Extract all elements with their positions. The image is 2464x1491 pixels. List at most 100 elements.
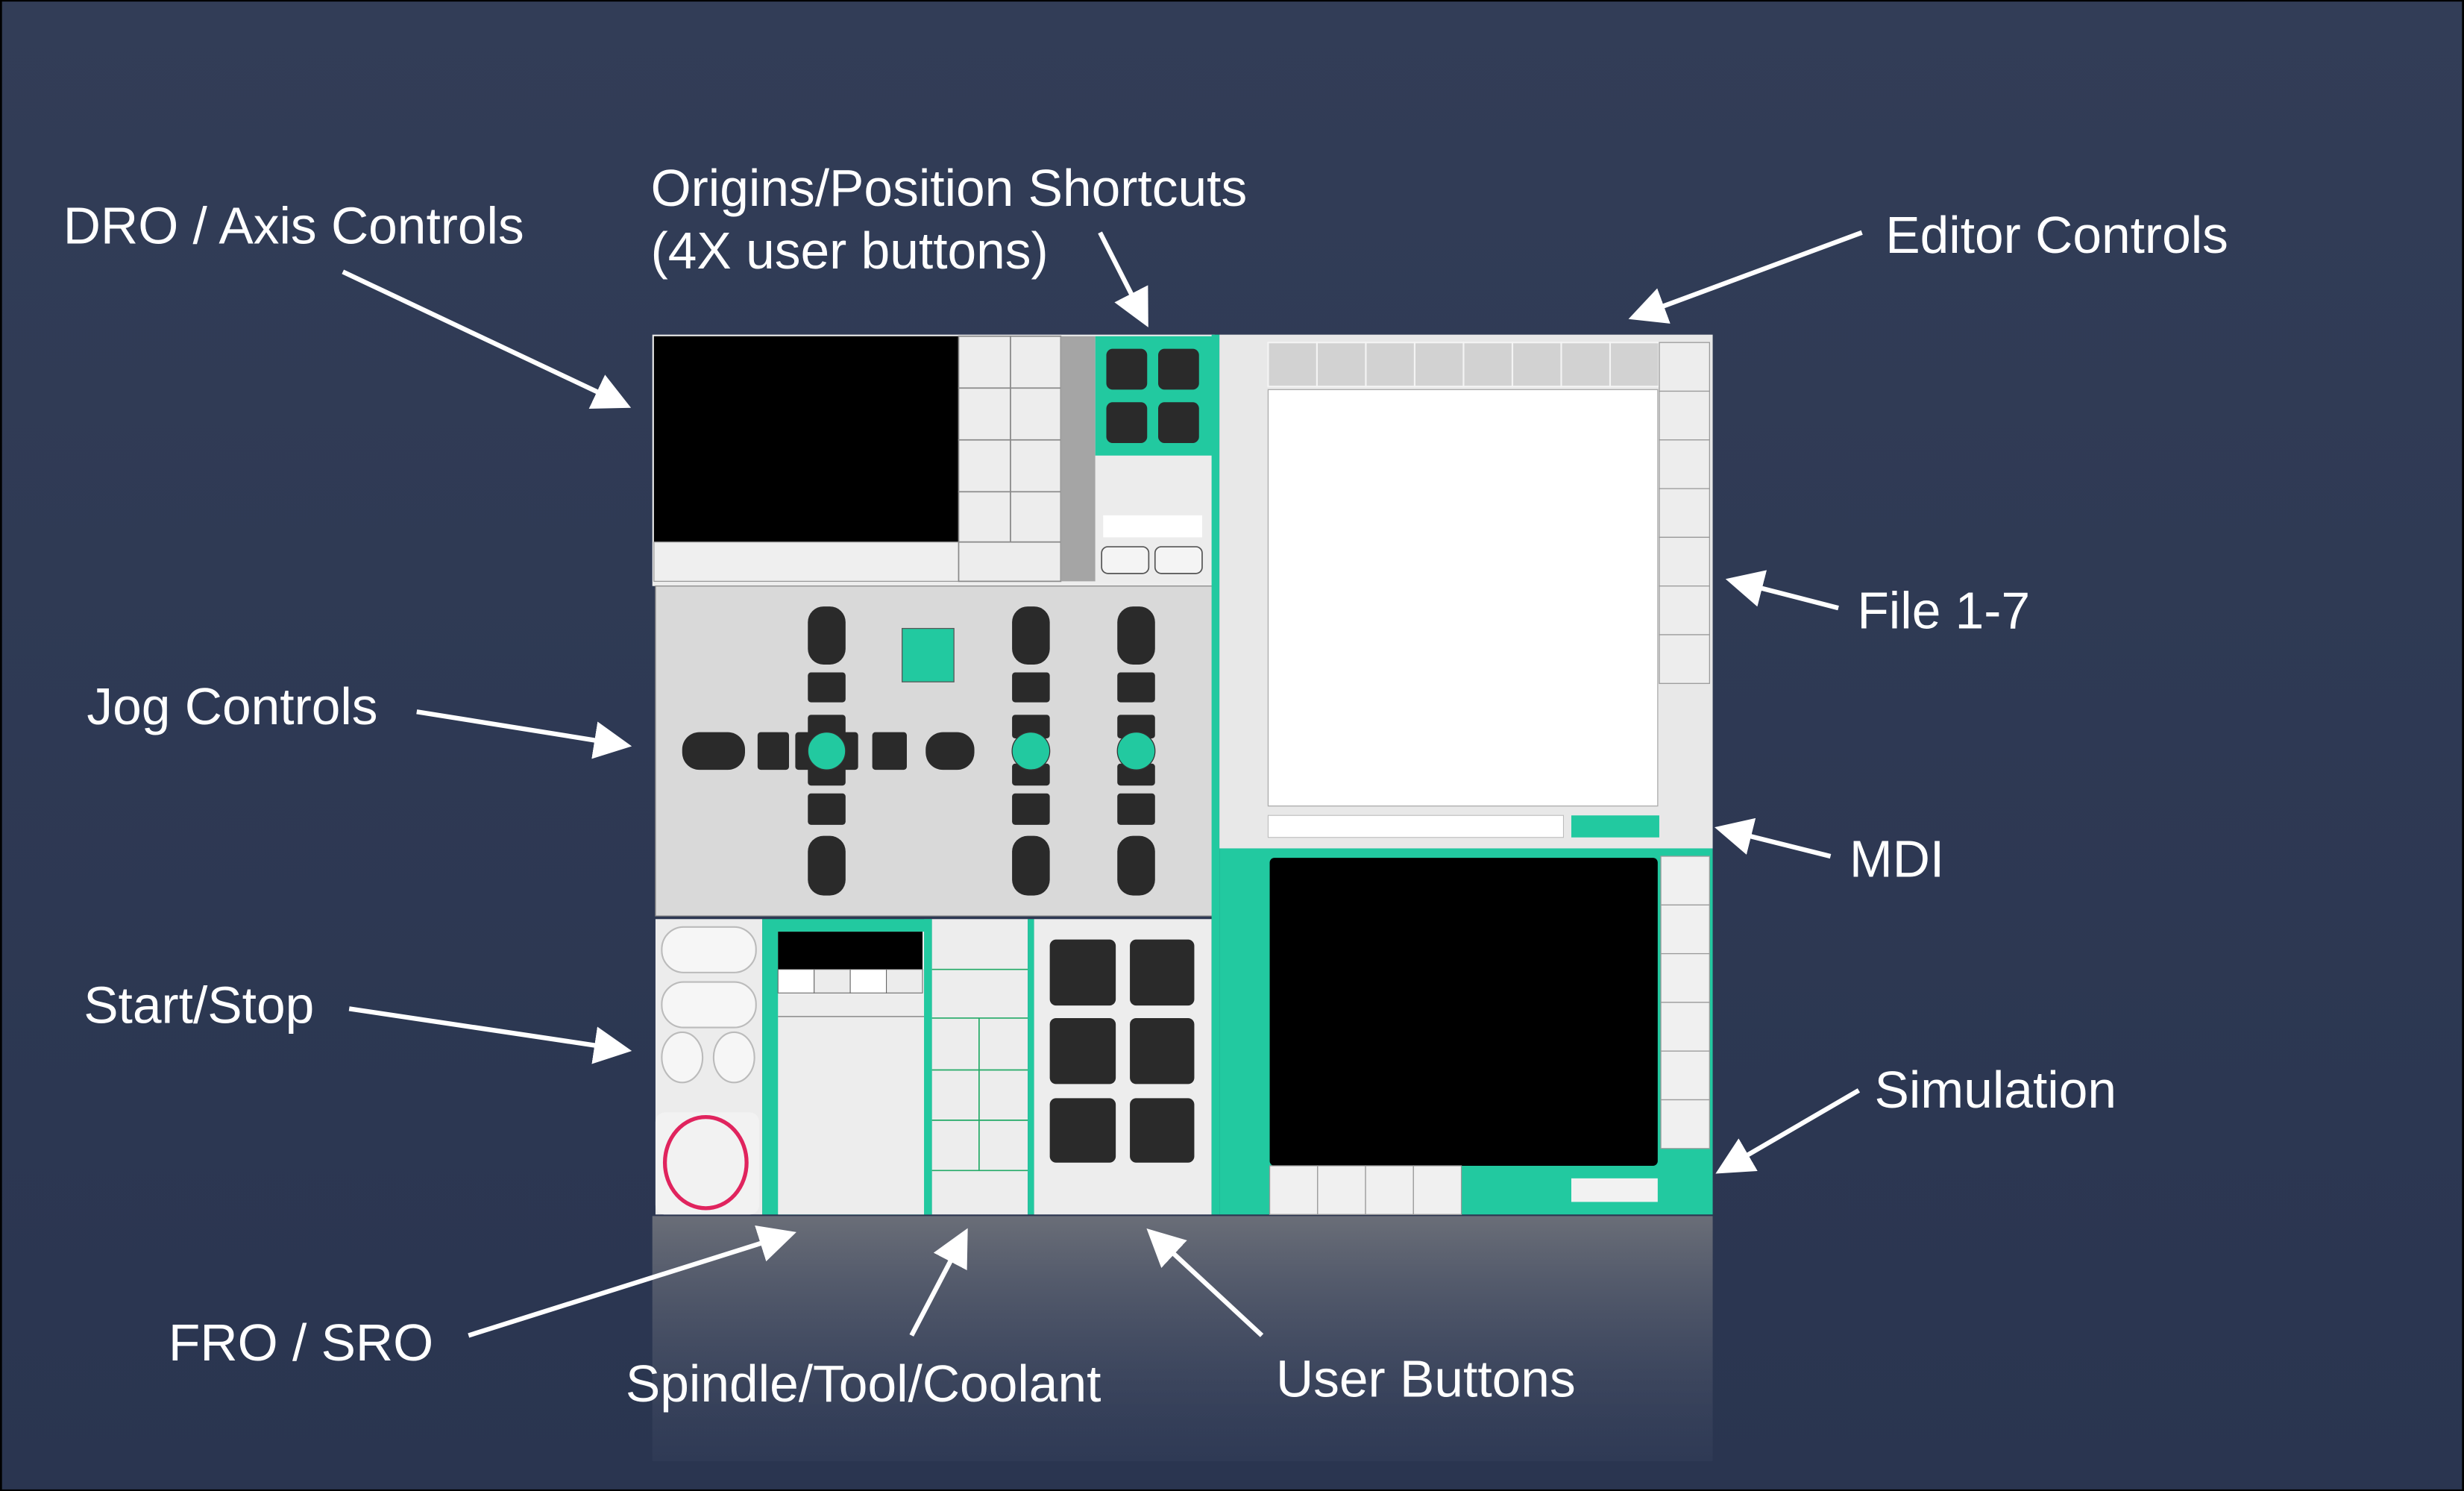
fro-sro [762, 919, 932, 1215]
arrow-origins [1098, 231, 1148, 327]
editor-toolbar-button[interactable] [1365, 342, 1416, 388]
jog-z-button-6[interactable] [1012, 835, 1050, 896]
jog-xy-button-5[interactable] [808, 793, 846, 825]
stop-button[interactable] [662, 1115, 749, 1211]
jog-mode-button[interactable] [902, 627, 955, 682]
user-button-1[interactable] [1049, 939, 1116, 1006]
jog-x-plus[interactable] [872, 732, 907, 770]
jog-a-button-5[interactable] [1117, 793, 1155, 825]
editor-toolbar-button[interactable] [1413, 342, 1465, 388]
arrow-spindle [909, 1228, 968, 1337]
jog-xy-button-6[interactable] [808, 835, 846, 896]
file-button-4[interactable] [1659, 488, 1710, 539]
jog-a-button-4[interactable] [1117, 763, 1155, 786]
editor-controls [1219, 334, 1713, 849]
simulation [1219, 848, 1713, 1215]
spindle-button-grid[interactable] [931, 968, 1028, 1172]
user-button-2[interactable] [1130, 939, 1195, 1006]
simulation-side-button[interactable] [1660, 856, 1710, 905]
simulation-view[interactable] [1269, 858, 1658, 1166]
editor-toolbar-button[interactable] [1267, 342, 1319, 388]
origins-position-shortcuts [1095, 336, 1213, 582]
label-simulation: Simulation [1875, 1061, 2116, 1119]
editor-toolbar [1267, 342, 1660, 388]
editor-toolbar-button[interactable] [1462, 342, 1514, 388]
simulation-side-button[interactable] [1660, 952, 1710, 1003]
label-mdi: MDI [1849, 829, 1944, 888]
simulation-side-buttons [1660, 856, 1710, 1149]
start-stop-round-button-1[interactable] [661, 1031, 704, 1084]
start-stop-round-button-2[interactable] [712, 1031, 755, 1084]
override-display [778, 932, 923, 970]
file-button-5[interactable] [1659, 536, 1710, 587]
jog-x-plus-fast[interactable] [925, 732, 975, 770]
simulation-bottom-button[interactable] [1269, 1165, 1319, 1215]
simulation-side-button[interactable] [1660, 904, 1710, 955]
jog-xy-button-1[interactable] [808, 606, 846, 665]
simulation-side-button[interactable] [1660, 1002, 1710, 1052]
arrow-simulation [1715, 1088, 1861, 1174]
label-editor: Editor Controls [1885, 206, 2228, 264]
mdi [1267, 814, 1659, 838]
jog-xy-button-3[interactable] [808, 715, 846, 739]
jog-z-button-4[interactable] [1012, 763, 1050, 786]
jog-a-button-2[interactable] [1117, 672, 1155, 703]
origin-button-4[interactable] [1157, 402, 1199, 444]
jog-xy-center-button[interactable] [807, 731, 846, 770]
annotation-arrows [342, 230, 1863, 1338]
file-button-6[interactable] [1659, 586, 1710, 635]
position-button-2[interactable] [1154, 546, 1203, 574]
jog-z-button-3[interactable] [1012, 715, 1050, 739]
user-button-3[interactable] [1049, 1017, 1116, 1084]
simulation-bottom-buttons [1269, 1165, 1462, 1215]
editor-area[interactable] [1267, 389, 1659, 807]
arrow-dro [342, 269, 632, 409]
file-button-3[interactable] [1659, 439, 1710, 489]
simulation-bottom-button[interactable] [1317, 1165, 1366, 1215]
jog-z-button-2[interactable] [1012, 672, 1050, 703]
origin-button-2[interactable] [1157, 348, 1199, 390]
user-button-5[interactable] [1049, 1098, 1116, 1163]
arrow-user-buttons [1146, 1228, 1264, 1337]
simulation-side-button[interactable] [1660, 1099, 1710, 1149]
simulation-bottom-button[interactable] [1365, 1165, 1414, 1215]
jog-a-button-1[interactable] [1117, 606, 1155, 665]
jog-xy-button-2[interactable] [808, 672, 846, 703]
user-button-6[interactable] [1130, 1098, 1195, 1163]
jog-a-center-button[interactable] [1116, 731, 1156, 770]
jog-x-minus-fast[interactable] [682, 732, 746, 770]
position-button-1[interactable] [1101, 546, 1150, 574]
file-button-1[interactable] [1659, 342, 1710, 392]
position-field[interactable] [1103, 515, 1202, 538]
jog-x-minus[interactable] [757, 732, 789, 770]
file-button-2[interactable] [1659, 390, 1710, 441]
label-user-buttons: User Buttons [1276, 1350, 1576, 1408]
user-button-4[interactable] [1130, 1017, 1195, 1084]
simulation-field[interactable] [1571, 1178, 1658, 1202]
origin-button-1[interactable] [1106, 348, 1148, 390]
file-button-7[interactable] [1659, 634, 1710, 684]
label-origins-line1: Origins/Position Shortcuts [651, 159, 1248, 217]
mdi-input[interactable] [1267, 814, 1564, 838]
simulation-bottom-button[interactable] [1412, 1165, 1462, 1215]
editor-toolbar-button[interactable] [1316, 342, 1367, 388]
origin-button-3[interactable] [1106, 402, 1148, 444]
label-origins-line2: (4X user buttons) [651, 222, 1049, 280]
cycle-start-button[interactable] [661, 926, 757, 973]
feed-hold-button[interactable] [661, 981, 757, 1029]
mdi-send-button[interactable] [1571, 815, 1659, 838]
jog-a-button-6[interactable] [1117, 835, 1155, 896]
jog-z-button-1[interactable] [1012, 606, 1050, 665]
dro-display [653, 336, 959, 542]
axis-button-grid[interactable] [958, 335, 1062, 583]
start-stop [655, 919, 763, 1215]
editor-toolbar-button[interactable] [1511, 342, 1562, 388]
jog-z-button-5[interactable] [1012, 793, 1050, 825]
jog-a-button-3[interactable] [1117, 715, 1155, 739]
jog-xy-button-4[interactable] [808, 763, 846, 786]
editor-toolbar-button[interactable] [1560, 342, 1612, 388]
jog-z-center-button[interactable] [1011, 731, 1051, 770]
editor-toolbar-button[interactable] [1609, 342, 1660, 388]
simulation-side-button[interactable] [1660, 1050, 1710, 1101]
